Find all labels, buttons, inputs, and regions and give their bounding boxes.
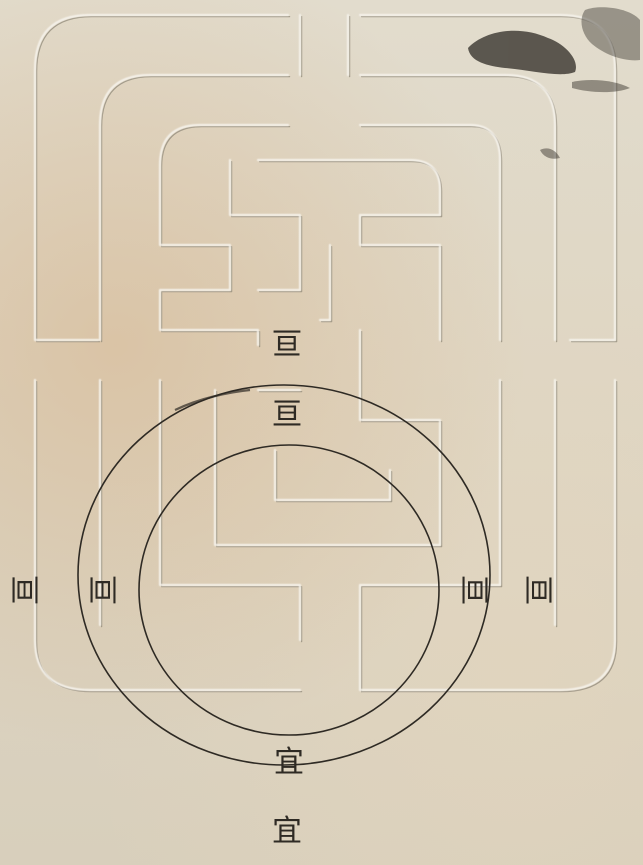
inner-circle (139, 445, 439, 735)
label-outer-bottom: 宜 (272, 817, 302, 847)
label-ring-bottom: 宜 (274, 748, 304, 778)
label-outer-left: 亘 (12, 575, 42, 605)
label-ring-top: 亘 (272, 400, 302, 430)
label-inner-right: 亘 (458, 575, 488, 605)
label-outer-right: 亘 (522, 575, 552, 605)
label-inner-top: 亘 (272, 326, 302, 356)
label-inner-left: 亘 (90, 575, 120, 605)
